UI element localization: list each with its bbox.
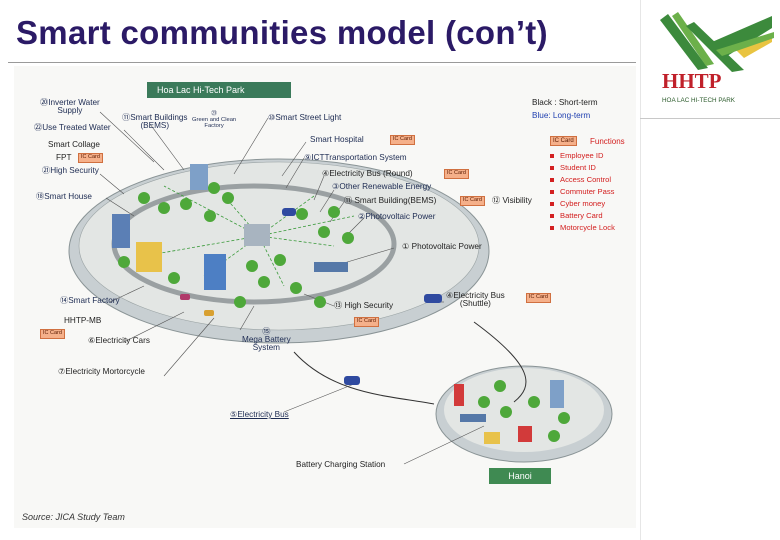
park-header: Hoa Lac Hi-Tech Park bbox=[147, 82, 291, 98]
network-lines bbox=[143, 185, 355, 287]
ic-card-hospital: IC Card bbox=[390, 135, 415, 145]
slide-title: Smart communities model (con’t) bbox=[16, 14, 548, 51]
shuttle-route bbox=[473, 321, 527, 403]
leader-lines bbox=[99, 111, 485, 465]
trees bbox=[118, 182, 570, 442]
legend-short-term: Black : Short-term bbox=[532, 98, 598, 107]
vehicles bbox=[180, 208, 442, 385]
ic-card-shuttle: IC Card bbox=[526, 293, 551, 303]
bus-route bbox=[293, 351, 435, 405]
functions-ic-card: IC Card bbox=[550, 136, 577, 146]
function-item: Employee ID bbox=[550, 151, 603, 160]
label-charging-station: Battery Charging Station bbox=[296, 460, 386, 469]
label-pv-power: ① Photovoltaic Power bbox=[402, 242, 482, 251]
label-high-security: ⑬ High Security bbox=[334, 301, 394, 310]
label-ebus: ⑤Electricity Bus bbox=[230, 410, 289, 419]
label-smart-factory: ⑭Smart Factory bbox=[60, 296, 120, 305]
label-mega-battery: ⑮ Mega Battery System bbox=[242, 327, 291, 353]
label-smart-hospital: Smart Hospital bbox=[310, 135, 364, 144]
label-ebus-round: ④Electricity Bus (Round) bbox=[322, 169, 413, 178]
logo-text: HHTP bbox=[662, 69, 722, 93]
label-ict-transport: ⑨ICTTransportation System bbox=[304, 153, 407, 162]
function-item: Battery Card bbox=[550, 211, 603, 220]
ic-card-bems: IC Card bbox=[460, 196, 485, 206]
label-treated-water: ㉒Use Treated Water bbox=[34, 123, 111, 132]
side-divider bbox=[640, 0, 641, 540]
function-item: Student ID bbox=[550, 163, 596, 172]
label-smart-buildings: ⑪Smart Buildings (BEMS) bbox=[122, 113, 188, 131]
ic-card-high-security: IC Card bbox=[354, 317, 379, 327]
hanoi-tag: Hanoi bbox=[489, 468, 551, 484]
label-smart-collage: Smart Collage bbox=[48, 140, 100, 149]
ic-card-fpt: IC Card bbox=[78, 153, 103, 163]
function-item: Access Control bbox=[550, 175, 611, 184]
label-smart-building-bems: ⑪ Smart Building(BEMS) bbox=[344, 196, 437, 205]
ic-card-ebus-round: IC Card bbox=[444, 169, 469, 179]
logo-divider bbox=[640, 118, 780, 119]
function-item: Motorcycle Lock bbox=[550, 223, 615, 232]
label-visibility: ⑫ Visibility bbox=[492, 196, 532, 205]
functions-title: Functions bbox=[590, 137, 625, 146]
label-smart-house: ⑱Smart House bbox=[36, 192, 92, 201]
label-green-factory: ㉓ Green and Clean Factory bbox=[192, 111, 237, 129]
function-item: Commuter Pass bbox=[550, 187, 614, 196]
label-high-security-left: ㉑High Security bbox=[42, 166, 99, 175]
label-hhtp-mb: HHTP-MB bbox=[64, 316, 102, 325]
hhtp-logo: HHTP HOA LAC HI-TECH PARK bbox=[660, 12, 774, 104]
label-inverter: ⑳Inverter Water Supply bbox=[40, 98, 100, 116]
function-item: Cyber money bbox=[550, 199, 605, 208]
buildings bbox=[112, 164, 564, 444]
title-divider bbox=[8, 62, 636, 63]
smart-community-diagram: Hoa Lac Hi-Tech Park ⑳Inverter Water Sup… bbox=[14, 66, 636, 528]
label-motorcycle: ⑦Electricity Mortorcycle bbox=[58, 367, 145, 376]
label-street-light: ⑩Smart Street Light bbox=[268, 113, 342, 122]
ic-card-hhtp-mb: IC Card bbox=[40, 329, 65, 339]
logo-subtitle: HOA LAC HI-TECH PARK bbox=[662, 97, 736, 104]
label-ebus-shuttle: ④Electricity Bus (Shuttle) bbox=[446, 291, 505, 309]
label-pv-inner: ②Photovoltaic Power bbox=[358, 212, 436, 221]
source-note: Source: JICA Study Team bbox=[22, 512, 125, 522]
label-other-energy: ③Other Renewable Energy bbox=[332, 182, 432, 191]
label-electric-cars: ⑥Electricity Cars bbox=[88, 336, 150, 345]
legend-long-term: Blue: Long-term bbox=[532, 111, 591, 120]
diagram-graphics bbox=[68, 111, 613, 465]
label-fpt: FPT bbox=[56, 153, 72, 162]
